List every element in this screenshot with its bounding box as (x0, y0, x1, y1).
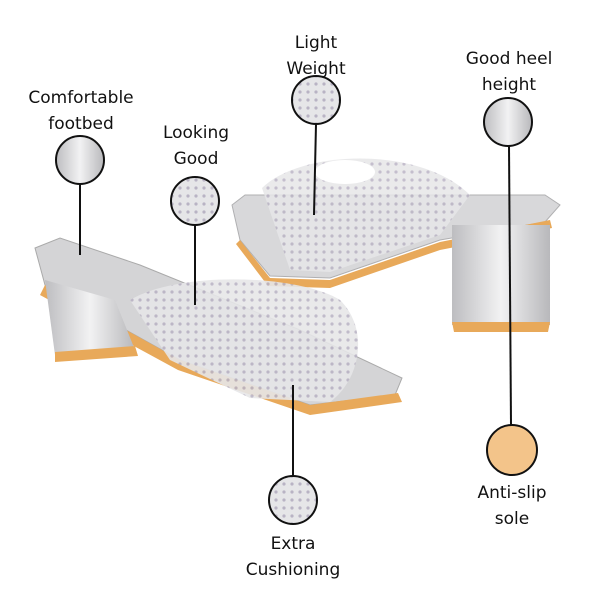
label-line: Looking (162, 123, 230, 143)
label-anti-slip-sole: Anti-slip sole (477, 480, 546, 532)
footbed-callout-icon (55, 135, 105, 185)
callout-lines (79, 123, 512, 476)
left-sandal (34, 237, 403, 415)
sole-callout-icon (486, 424, 538, 476)
light-weight-callout-icon (291, 75, 341, 125)
label-line: sole (494, 509, 530, 529)
cushioning-callout-icon (268, 475, 318, 525)
label-line: Weight (286, 59, 346, 79)
heel-callout-icon (483, 97, 533, 147)
label-line: Extra (270, 534, 316, 554)
label-line: Cushioning (245, 560, 341, 580)
label-comfortable-footbed: Comfortable footbed (28, 85, 133, 137)
looking-good-callout-icon (170, 176, 220, 226)
label-line: Light (294, 33, 338, 53)
label-line: height (481, 75, 537, 95)
label-line: Good (173, 149, 219, 169)
label-line: Anti-slip (477, 483, 547, 503)
label-line: footbed (48, 114, 114, 134)
label-good-heel-height: Good heel height (466, 46, 553, 98)
label-line: Comfortable (28, 88, 134, 108)
label-line: Good heel (465, 49, 553, 69)
